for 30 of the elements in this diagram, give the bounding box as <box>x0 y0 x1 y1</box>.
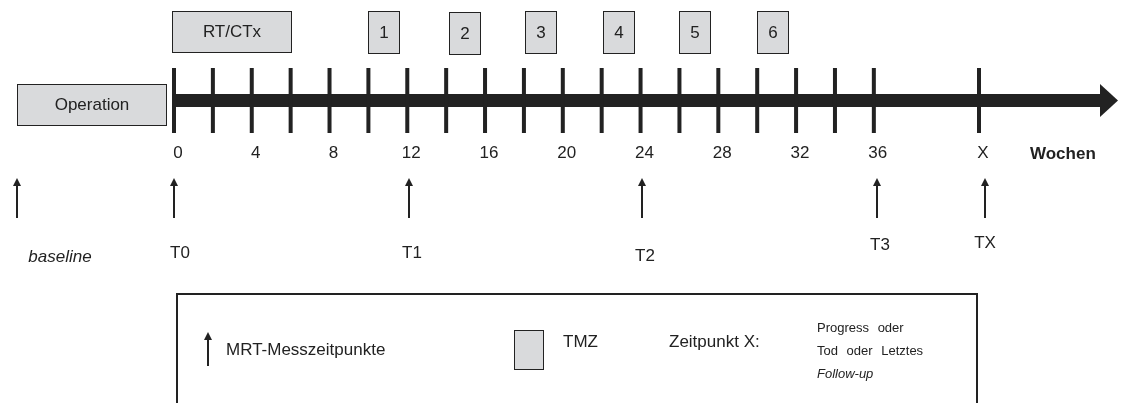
tick-label: 4 <box>251 143 261 163</box>
tick-label: 16 <box>479 143 499 163</box>
tick-label: 36 <box>868 143 888 163</box>
time-point-label: T2 <box>635 246 655 266</box>
time-point-label: T0 <box>170 243 190 263</box>
axis-title: Wochen <box>1030 144 1096 164</box>
tick-label: 8 <box>328 143 339 163</box>
time-point-label: baseline <box>28 247 92 267</box>
process-box: 4 <box>603 11 635 54</box>
process-box: Operation <box>17 84 167 126</box>
tick-label: 12 <box>401 143 421 163</box>
tick-label: 28 <box>712 143 732 163</box>
tick-label: 24 <box>635 143 654 163</box>
tick-label: X <box>977 143 989 163</box>
time-point-label: T3 <box>870 235 890 255</box>
tick-label: 32 <box>790 143 810 163</box>
time-point-label: T1 <box>402 243 422 263</box>
process-box: RT/CTx <box>172 11 292 53</box>
tick-label: 20 <box>557 143 577 163</box>
legend-label: TMZ <box>563 332 598 352</box>
process-box: 5 <box>679 11 711 54</box>
tick-label: 0 <box>173 143 183 163</box>
time-point-label: TX <box>974 233 996 253</box>
process-box: 1 <box>368 11 400 54</box>
process-box: 6 <box>757 11 789 54</box>
note-label: Zeitpunkt X: <box>669 332 760 352</box>
process-box: 2 <box>449 12 481 55</box>
process-box: 3 <box>525 11 557 54</box>
legend-note: Progress oder Tod oder Letztes Follow-up <box>817 319 924 383</box>
legend-label: MRT-Messzeitpunkte <box>226 340 386 360</box>
